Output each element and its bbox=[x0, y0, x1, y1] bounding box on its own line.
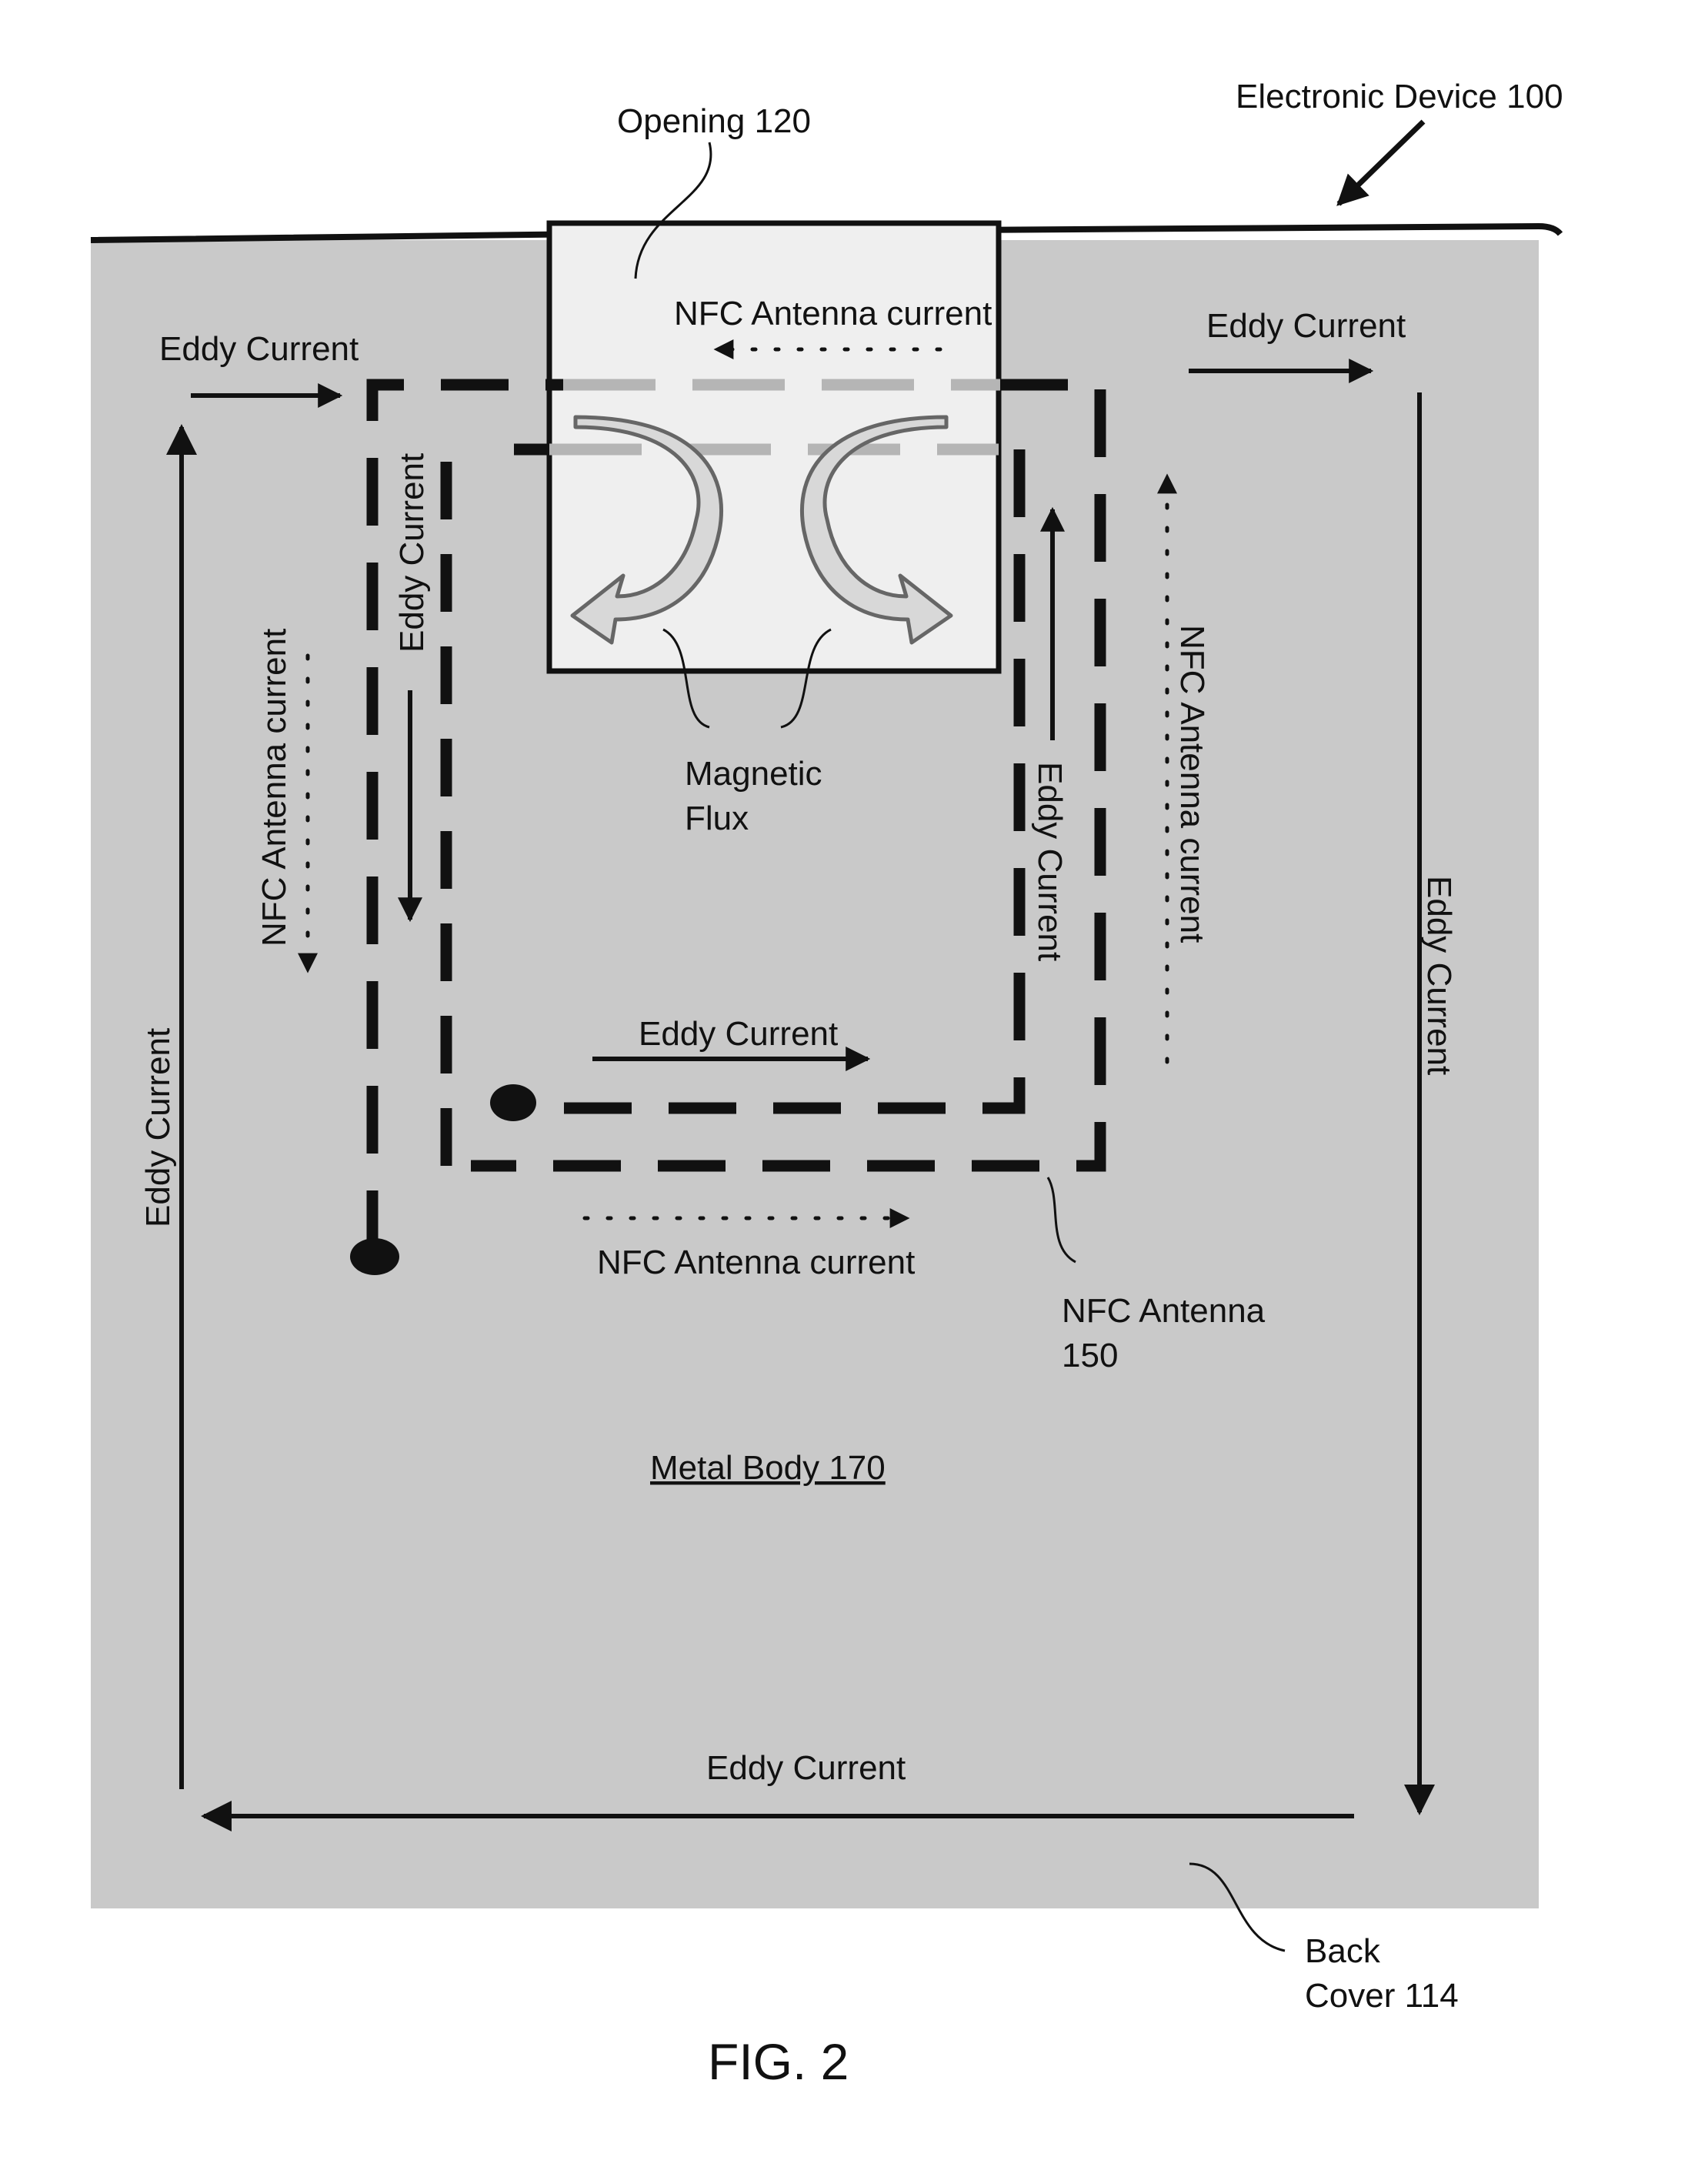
eddy-outer-left-label: Eddy Current bbox=[139, 1028, 177, 1227]
nfc-current-right-label: NFC Antenna current bbox=[1173, 625, 1211, 943]
device-label: Electronic Device 100 bbox=[1236, 78, 1563, 115]
nfc-antenna-label-line1: NFC Antenna bbox=[1062, 1292, 1266, 1330]
metal-body-label: Metal Body 170 bbox=[650, 1449, 886, 1487]
nfc-current-top-label: NFC Antenna current bbox=[674, 295, 992, 332]
eddy-inner-bottom-label: Eddy Current bbox=[639, 1015, 838, 1053]
eddy-outer-right-label: Eddy Current bbox=[1420, 876, 1458, 1075]
device-pointer-arrow bbox=[1339, 122, 1423, 204]
eddy-inner-right-label: Eddy Current bbox=[1031, 762, 1069, 961]
nfc-current-bottom-label: NFC Antenna current bbox=[597, 1244, 915, 1281]
figure-label: FIG. 2 bbox=[708, 2033, 849, 2090]
back-cover-label-line2: Cover 114 bbox=[1305, 1977, 1459, 2015]
magnetic-flux-label-line2: Flux bbox=[685, 800, 749, 837]
nfc-antenna-label-line2: 150 bbox=[1062, 1337, 1118, 1374]
antenna-terminal-outer bbox=[350, 1238, 399, 1275]
magnetic-flux-label-line1: Magnetic bbox=[685, 755, 822, 793]
eddy-outer-bottom-label: Eddy Current bbox=[706, 1749, 906, 1787]
opening-label: Opening 120 bbox=[617, 102, 811, 140]
eddy-top-left-label: Eddy Current bbox=[159, 330, 359, 368]
antenna-terminal-inner bbox=[490, 1084, 536, 1121]
eddy-top-right-label: Eddy Current bbox=[1206, 307, 1406, 345]
eddy-inner-left-label: Eddy Current bbox=[393, 453, 431, 653]
nfc-current-left-label: NFC Antenna current bbox=[255, 629, 293, 947]
back-cover-label-line1: Back bbox=[1305, 1932, 1381, 1970]
